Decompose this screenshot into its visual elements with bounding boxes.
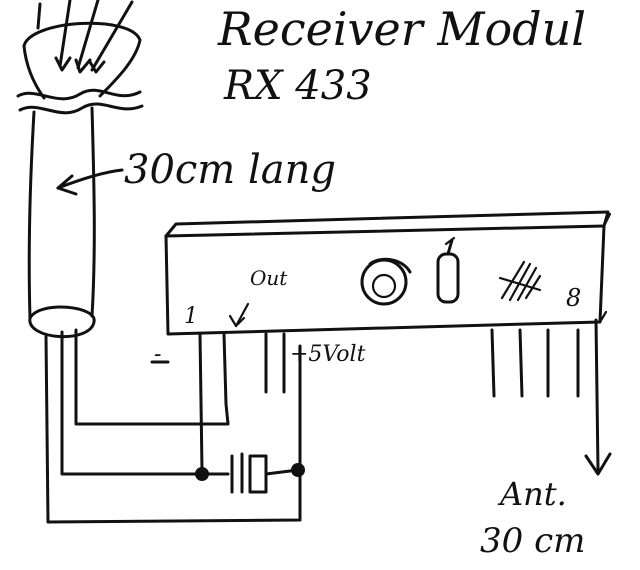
supply-label: +5Volt [290,342,366,367]
pin-header-left [198,332,286,472]
length-arrow [56,168,124,196]
antenna-label: Ant. [500,475,567,513]
module-title: Receiver Modul [218,2,586,56]
antenna-wire [584,318,612,476]
resistor-component [436,236,460,304]
capacitor-symbol [230,452,268,494]
cable-length-label: 30cm lang [124,147,336,193]
junction-dots [195,463,305,481]
module-model: RX 433 [224,63,372,109]
crystal-component [360,257,412,306]
cable-tube [27,106,96,339]
wires [44,328,302,524]
receiver-module-board [164,210,612,336]
pin-header-right [490,328,580,398]
out-label: Out [250,266,288,290]
out-arrow [228,302,250,328]
pin-1-label: 1 [184,304,198,329]
coil-component [498,260,542,302]
antenna-length-label: 30 cm [480,521,586,561]
ground-label: - [154,342,162,367]
pin-8-label: 8 [566,284,582,312]
plug-connector [16,0,144,115]
